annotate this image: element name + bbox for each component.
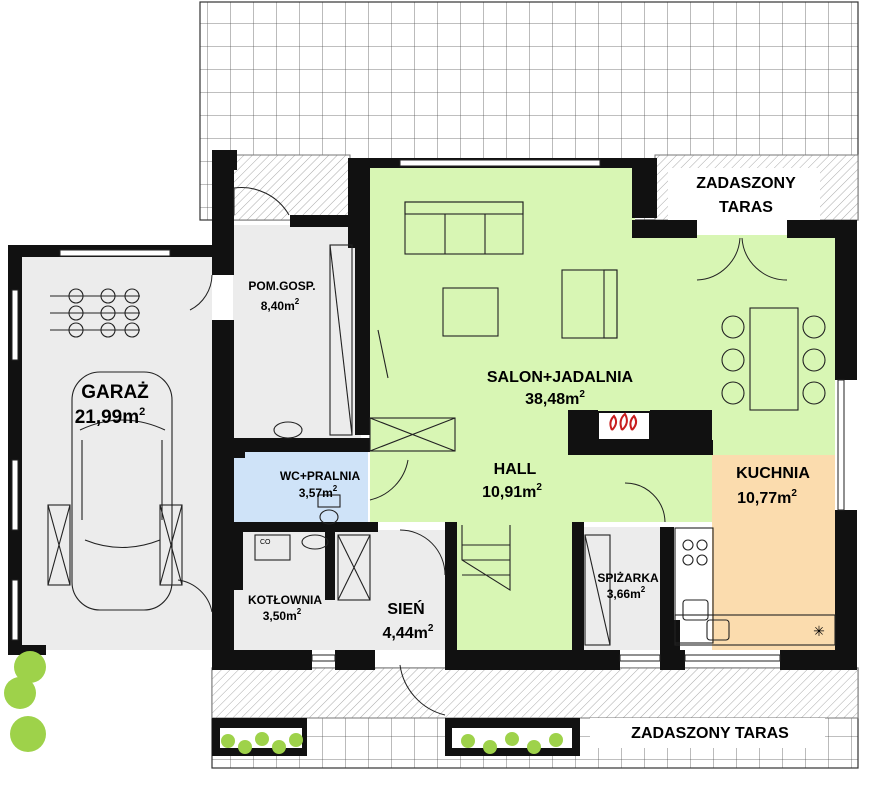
- hall-lower-floor: [455, 522, 580, 650]
- fireplace-icon: [597, 411, 651, 441]
- sien-area: 4,44m2: [383, 623, 434, 642]
- salon-name: SALON+JADALNIA: [487, 369, 634, 386]
- hall-name: HALL: [494, 461, 537, 478]
- spizarka-name: SPIŻARKA: [597, 570, 659, 585]
- wc-name: WC+PRALNIA: [280, 469, 361, 483]
- boiler-floor: [233, 530, 333, 650]
- furniture: [47, 201, 836, 646]
- kuchnia-area: 10,77m2: [737, 488, 797, 507]
- service-floor: [233, 225, 361, 440]
- kuchnia-name: KUCHNIA: [736, 465, 810, 482]
- wc-floor: [233, 452, 368, 526]
- pantry-floor: [580, 527, 672, 650]
- boiler-symbol: CO: [260, 539, 271, 546]
- salon-area: 38,48m2: [525, 389, 585, 408]
- doors: [177, 187, 788, 716]
- garaz-area: 21,99m2: [75, 406, 146, 428]
- plants: [4, 651, 563, 754]
- labels: ZADASZONY TARAS ZADASZONY TARAS GARAŻ 21…: [75, 175, 811, 742]
- extractor-icon: ✳: [813, 623, 825, 639]
- hall-area: 10,91m2: [482, 482, 542, 501]
- spizarka-area: 3,66m2: [607, 585, 646, 601]
- kitchen-floor: [712, 455, 835, 650]
- wc-area: 3,57m2: [299, 484, 338, 500]
- terrace-top-line2: TARAS: [719, 199, 773, 216]
- sien-name: SIEŃ: [387, 599, 424, 618]
- terrace-bottom: ZADASZONY TARAS: [631, 725, 789, 742]
- garaz-name: GARAŻ: [81, 382, 149, 403]
- top-terrace: [199, 1, 859, 224]
- vestibule-floor: [333, 530, 445, 650]
- terrace-top-line1: ZADASZONY: [696, 175, 796, 192]
- kotlownia-area: 3,50m2: [263, 607, 302, 623]
- pom-gosp-name: POM.GOSP.: [248, 279, 315, 293]
- pom-gosp-area: 8,40m2: [261, 297, 300, 313]
- windows: [11, 159, 845, 662]
- kotlownia-name: KOTŁOWNIA: [248, 593, 322, 607]
